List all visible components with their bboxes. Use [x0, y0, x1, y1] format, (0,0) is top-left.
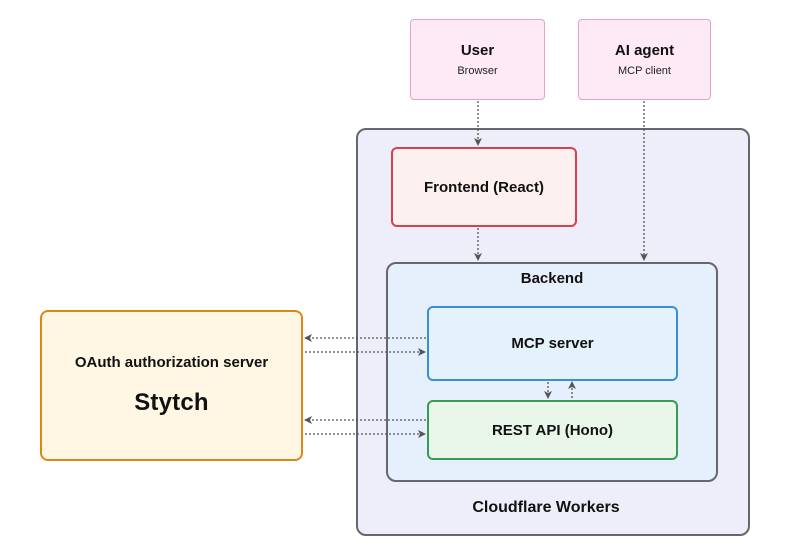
mcp-server-node: MCP server: [427, 306, 678, 381]
backend-label: Backend: [520, 270, 584, 287]
oauth-title: OAuth authorization server: [74, 354, 269, 371]
cloudflare-workers-label: Cloudflare Workers: [472, 499, 620, 516]
rest-api-title: REST API (Hono): [491, 421, 614, 439]
user-subtitle: Browser: [457, 65, 498, 77]
ai-agent-node: AI agent MCP client: [578, 19, 711, 100]
frontend-title: Frontend (React): [424, 178, 544, 196]
user-node: User Browser: [410, 19, 545, 100]
rest-api-node: REST API (Hono): [427, 400, 678, 460]
frontend-node: Frontend (React): [391, 147, 577, 227]
user-title: User: [460, 42, 495, 59]
oauth-server-node: OAuth authorization server Stytch: [40, 310, 303, 461]
ai-agent-title: AI agent: [614, 42, 675, 59]
ai-agent-subtitle: MCP client: [618, 65, 671, 77]
mcp-server-title: MCP server: [511, 335, 594, 352]
stytch-logo: Stytch: [134, 389, 209, 416]
